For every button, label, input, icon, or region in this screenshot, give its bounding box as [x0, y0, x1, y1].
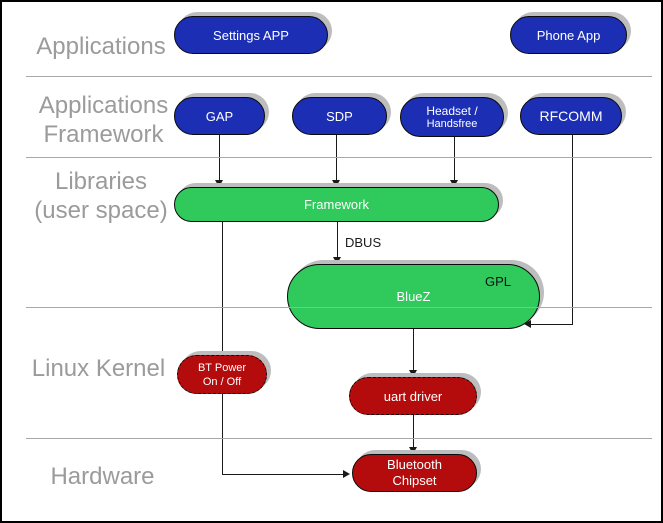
node-rfcomm: RFCOMM: [520, 97, 622, 135]
node-label: uart driver: [383, 388, 443, 404]
node-phone-app: Phone App: [510, 16, 627, 54]
node-gap: GAP: [174, 97, 265, 135]
line-headset-to-framework: [454, 135, 455, 181]
line-rfcomm-horizontal: [531, 324, 573, 325]
line-framework-to-chipset-horizontal: [222, 474, 344, 475]
layer-label-line: Libraries: [54, 168, 148, 195]
line-framework-to-chipset-vertical: [222, 222, 223, 474]
node-headset-handsfree: Headset / Handsfree: [400, 97, 504, 137]
node-label: SDP: [326, 108, 353, 124]
node-label: GAP: [205, 108, 234, 124]
arrowhead-headset-to-framework: [450, 180, 458, 187]
layer-label-applications: Applications: [36, 33, 166, 60]
layer-label-app-framework: Applications Framework: [26, 91, 181, 149]
divider-libraries: [26, 307, 652, 308]
node-label: On / Off: [202, 375, 242, 388]
node-bluez: GPL BlueZ: [287, 264, 540, 329]
line-sdp-to-framework: [336, 135, 337, 181]
arrowhead-framework-to-bluez: [333, 257, 341, 264]
node-label: Settings APP: [213, 27, 289, 43]
dbus-label: DBUS: [345, 235, 382, 250]
node-label: Framework: [303, 197, 369, 212]
node-bluetooth-chipset: Bluetooth Chipset: [352, 454, 477, 492]
arrowhead-bluez-to-uart: [409, 370, 417, 377]
node-label: Chipset: [392, 473, 437, 488]
arrowhead-to-chipset-left: [343, 470, 350, 478]
line-framework-to-bluez: [337, 222, 338, 258]
divider-applications: [26, 76, 652, 77]
node-label: BT Power: [197, 361, 247, 374]
node-bt-power: BT Power On / Off: [177, 355, 267, 394]
node-label: Handsfree: [426, 117, 478, 130]
divider-linux-kernel: [26, 438, 652, 439]
node-label: BlueZ: [396, 289, 431, 304]
node-settings-app: Settings APP: [174, 16, 328, 54]
line-uart-to-chipset: [413, 415, 414, 448]
divider-app-framework: [26, 157, 652, 158]
arrowhead-uart-to-chipset: [409, 447, 417, 454]
arrowhead-sdp-to-framework: [332, 180, 340, 187]
arrowhead-gap-to-framework: [215, 180, 223, 187]
layer-label-hardware: Hardware: [50, 463, 155, 490]
layer-label-line: Applications: [38, 92, 169, 119]
node-uart-driver: uart driver: [349, 377, 477, 415]
node-label: Phone App: [536, 27, 601, 43]
node-label: RFCOMM: [539, 108, 603, 124]
node-label: Bluetooth: [387, 457, 442, 472]
gpl-badge: GPL: [484, 274, 511, 289]
line-bluez-to-uart: [413, 329, 414, 371]
layer-label-line: Framework: [43, 121, 164, 148]
node-sdp: SDP: [292, 97, 387, 135]
arrowhead-rfcomm-to-bluez: [524, 320, 531, 328]
layer-label-libraries: Libraries (user space): [26, 167, 176, 225]
node-label: Headset /: [426, 103, 478, 118]
node-framework: Framework: [174, 187, 499, 222]
line-rfcomm-vertical: [572, 135, 573, 325]
layer-label-linux-kernel: Linux Kernel: [31, 355, 166, 382]
line-gap-to-framework: [219, 135, 220, 181]
layer-label-line: (user space): [34, 197, 168, 224]
